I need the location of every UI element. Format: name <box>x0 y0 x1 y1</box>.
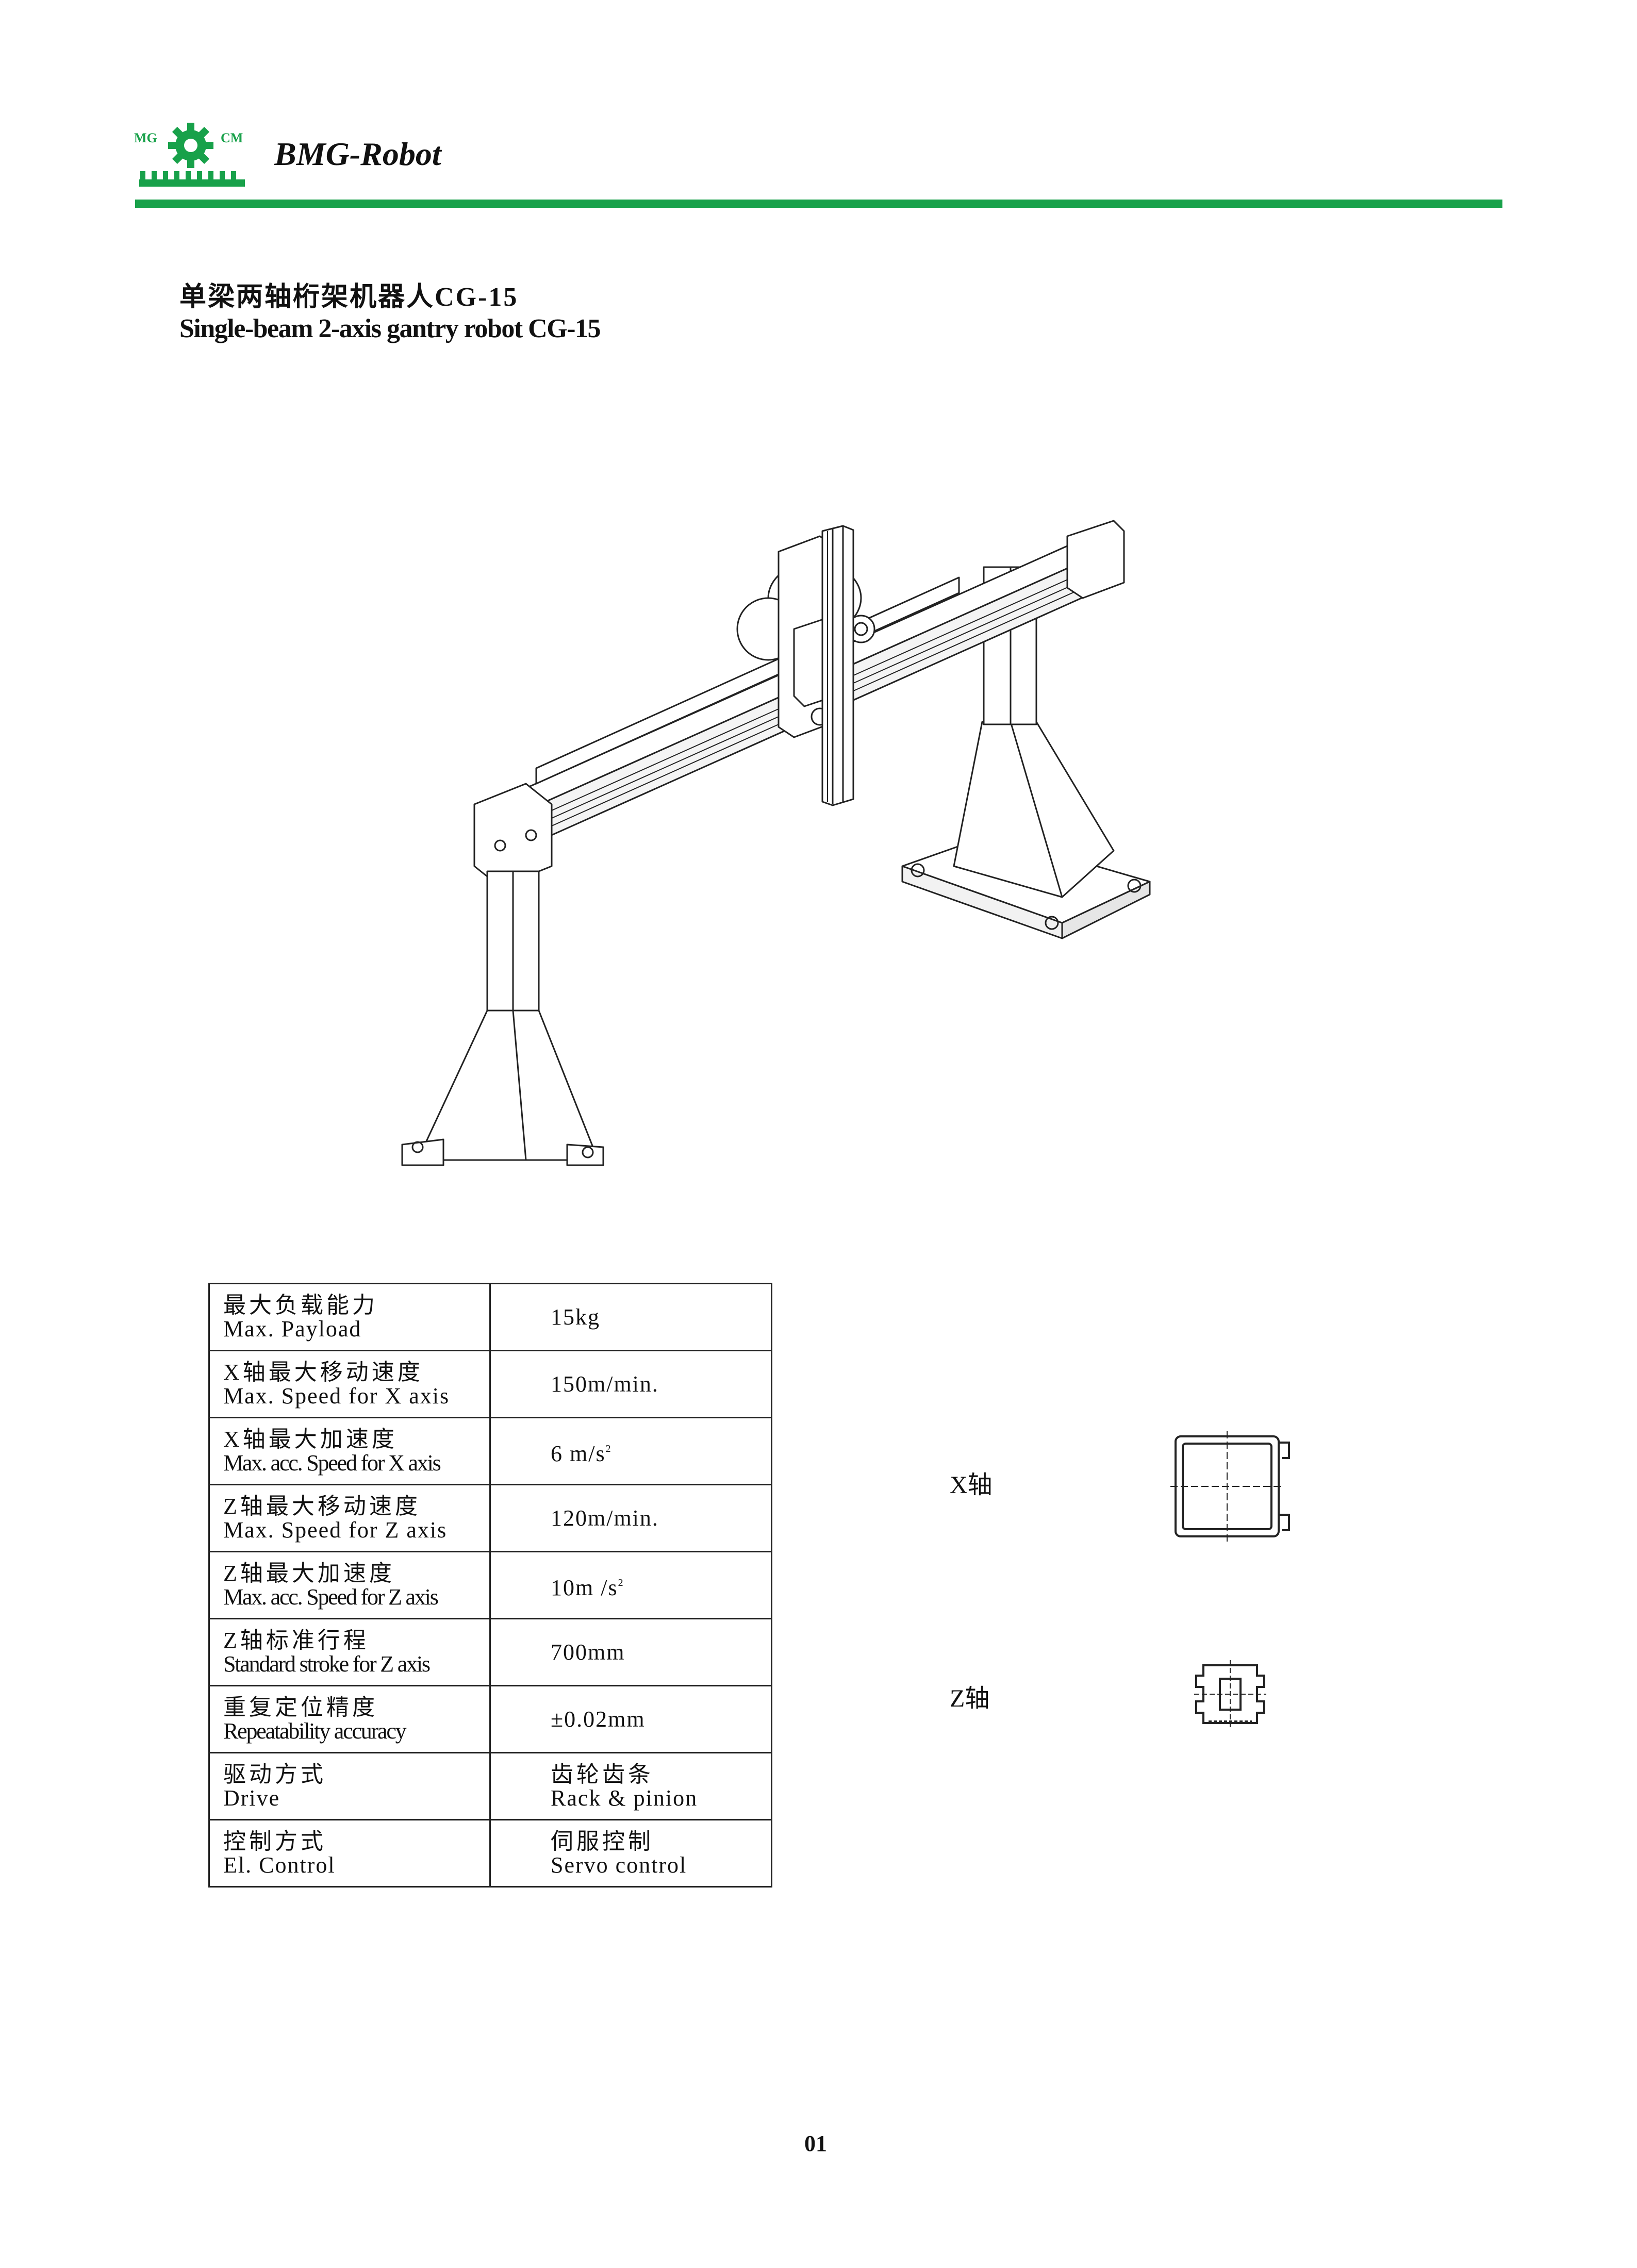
spec-value-en: Rack & pinion <box>551 1785 698 1811</box>
table-row: 驱动方式 Drive 齿轮齿条 Rack & pinion <box>208 1752 772 1820</box>
spec-label-en: El. Control <box>223 1852 336 1878</box>
logo-text-left: MG <box>134 130 157 145</box>
z-axis-profile-icon <box>1194 1660 1266 1728</box>
spec-label-cn: X轴最大移动速度 <box>223 1359 423 1385</box>
table-row: Z轴最大移动速度 Max. Speed for Z axis 120m/min. <box>208 1484 772 1552</box>
spec-label-cn: Z轴最大移动速度 <box>223 1493 421 1519</box>
table-row: X轴最大移动速度 Max. Speed for X axis 150m/min. <box>208 1350 772 1418</box>
spec-label: Z轴标准行程 Standard stroke for Z axis <box>208 1618 491 1686</box>
page-title-en: Single-beam 2-axis gantry robot CG-15 <box>179 314 601 343</box>
spec-label-en: Standard stroke for Z axis <box>223 1651 431 1677</box>
z-axis-label: Z轴 <box>950 1685 990 1712</box>
spec-value: 10m /s2 <box>489 1551 772 1619</box>
spec-label: 重复定位精度 Repeatability accuracy <box>208 1685 491 1753</box>
z-axis-profile <box>821 525 854 806</box>
spec-value: 伺服控制 Servo control <box>489 1819 772 1888</box>
spec-label-cn: Z轴标准行程 <box>223 1627 369 1653</box>
spec-label-cn: Z轴最大加速度 <box>223 1560 395 1586</box>
table-row: 重复定位精度 Repeatability accuracy ±0.02mm <box>208 1685 772 1753</box>
spec-label: 控制方式 El. Control <box>208 1819 491 1888</box>
spec-value-superscript: 2 <box>605 1443 612 1454</box>
spec-label-en: Max. acc. Speed for Z axis <box>223 1584 439 1610</box>
table-row: Z轴标准行程 Standard stroke for Z axis 700mm <box>208 1618 772 1686</box>
left-pedestal <box>401 870 604 1166</box>
spec-value-text: 10m /s2 <box>551 1571 771 1600</box>
table-row: 最大负载能力 Max. Payload 15kg <box>208 1283 772 1351</box>
brand-name: BMG-Robot <box>274 136 441 172</box>
spec-value-main: 6 m/s <box>551 1441 606 1466</box>
spec-label: Z轴最大移动速度 Max. Speed for Z axis <box>208 1484 491 1552</box>
spec-label-cn: X轴最大加速度 <box>223 1426 398 1452</box>
spec-label-en: Max. Payload <box>223 1316 362 1342</box>
table-row: Z轴最大加速度 Max. acc. Speed for Z axis 10m /… <box>208 1551 772 1619</box>
spec-label: 驱动方式 Drive <box>208 1752 491 1820</box>
table-row: X轴最大加速度 Max. acc. Speed for X axis 6 m/s… <box>208 1417 772 1485</box>
spec-label: Z轴最大加速度 Max. acc. Speed for Z axis <box>208 1551 491 1619</box>
company-logo: MG CM <box>134 123 245 187</box>
rack-icon <box>139 171 245 187</box>
spec-label-cn: 控制方式 <box>223 1828 326 1854</box>
spec-value: ±0.02mm <box>489 1685 772 1753</box>
spec-value-main: 10m /s <box>551 1575 618 1600</box>
header-divider <box>135 200 1502 208</box>
spec-label-en: Max. acc. Speed for X axis <box>223 1450 441 1476</box>
spec-label-en: Repeatability accuracy <box>223 1718 407 1744</box>
gantry-robot-drawing <box>401 520 1151 1166</box>
x-axis-profile-icon <box>1170 1431 1290 1542</box>
gear-icon <box>168 123 213 168</box>
table-row: 控制方式 El. Control 伺服控制 Servo control <box>208 1819 772 1888</box>
spec-value-cn: 齿轮齿条 <box>551 1761 654 1787</box>
spec-label-cn: 重复定位精度 <box>223 1694 378 1720</box>
page-number: 01 <box>804 2131 827 2156</box>
specs-table: 最大负载能力 Max. Payload 15kg X轴最大移动速度 Max. S… <box>208 1283 772 1888</box>
spec-value: 齿轮齿条 Rack & pinion <box>489 1752 772 1820</box>
spec-value: 6 m/s2 <box>489 1417 772 1485</box>
spec-value: 15kg <box>489 1283 772 1351</box>
spec-value-superscript: 2 <box>618 1577 624 1588</box>
spec-label-cn: 最大负载能力 <box>223 1292 378 1318</box>
spec-value: 700mm <box>489 1618 772 1686</box>
spec-value-text: 6 m/s2 <box>551 1437 771 1466</box>
spec-value-text: 120m/min. <box>551 1505 659 1531</box>
spec-label-en: Max. Speed for Z axis <box>223 1517 448 1543</box>
spec-label: 最大负载能力 Max. Payload <box>208 1283 491 1351</box>
spec-label: X轴最大加速度 Max. acc. Speed for X axis <box>208 1417 491 1485</box>
page-title-cn: 单梁两轴桁架机器人CG-15 <box>179 283 519 312</box>
spec-value-en: Servo control <box>551 1852 687 1878</box>
spec-label-cn: 驱动方式 <box>223 1761 326 1787</box>
spec-value-text: ±0.02mm <box>551 1706 646 1732</box>
spec-value-text: 15kg <box>551 1304 600 1330</box>
spec-label-en: Drive <box>223 1785 280 1811</box>
spec-value-text: 700mm <box>551 1639 625 1665</box>
spec-value: 150m/min. <box>489 1350 772 1418</box>
x-axis-label: X轴 <box>950 1471 993 1499</box>
logo-text-right: CM <box>221 130 243 145</box>
spec-label-en: Max. Speed for X axis <box>223 1383 450 1409</box>
spec-value-cn: 伺服控制 <box>551 1828 654 1854</box>
spec-value-text: 150m/min. <box>551 1371 659 1397</box>
spec-value: 120m/min. <box>489 1484 772 1552</box>
spec-label: X轴最大移动速度 Max. Speed for X axis <box>208 1350 491 1418</box>
